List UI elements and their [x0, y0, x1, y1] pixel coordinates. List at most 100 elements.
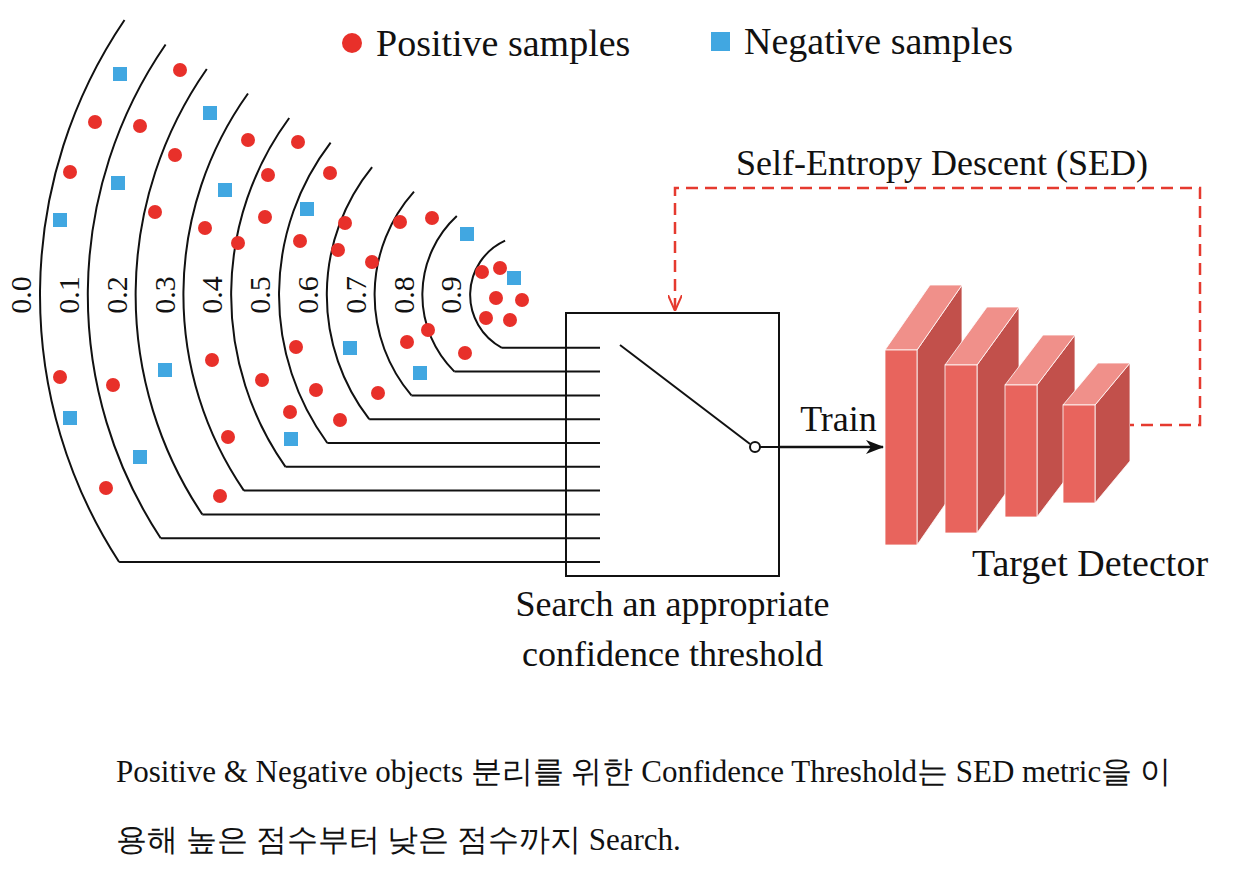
positive-dot [489, 291, 503, 305]
negative-square [111, 176, 125, 190]
positive-dot [133, 119, 147, 133]
positive-dot [63, 165, 77, 179]
positive-dot [458, 346, 472, 360]
negative-square [507, 271, 521, 285]
threshold-label: 0.0 [6, 276, 36, 314]
positive-dot [221, 430, 235, 444]
layer-front [945, 365, 977, 533]
threshold-label: 0.3 [149, 276, 179, 314]
edge-label: Self-Entropy Descent (SED) [736, 142, 1148, 184]
positive-dot [205, 353, 219, 367]
legend-text: Negative samples [744, 18, 1013, 64]
threshold-wire [327, 442, 600, 444]
positive-dot [255, 373, 269, 387]
positive-dot [479, 311, 493, 325]
threshold-wire [454, 371, 600, 373]
detector-heading: Target Detector [972, 541, 1208, 585]
positive-dot [289, 340, 303, 354]
positive-dot [475, 265, 489, 279]
threshold-label: 0.7 [341, 276, 371, 314]
legend-entry: Negative samples [711, 18, 1013, 64]
negative-square [113, 67, 127, 81]
positive-dot [258, 210, 272, 224]
negative-square [218, 183, 232, 197]
positive-dot [173, 63, 187, 77]
positive-dot [88, 115, 102, 129]
layer-top [885, 285, 962, 350]
positive-dot [393, 215, 407, 229]
layer-top [1005, 335, 1075, 385]
positive-dot [168, 148, 182, 162]
positive-dot [371, 386, 385, 400]
search-box: Search an appropriate confidence thresho… [565, 312, 780, 577]
negative-square [460, 227, 474, 241]
threshold-label: 0.8 [388, 276, 418, 314]
detector-block: Target Detector [885, 285, 1130, 545]
threshold-wire [202, 513, 600, 515]
positive-dot [106, 378, 120, 392]
positive-dot [365, 255, 379, 269]
positive-dot [493, 261, 507, 275]
negative-square [413, 366, 427, 380]
legend-circle [342, 33, 362, 53]
positive-dot [283, 405, 297, 419]
threshold-arc [231, 118, 289, 467]
positive-dot [421, 323, 435, 337]
layer-top [945, 307, 1019, 365]
threshold-label: 0.5 [245, 276, 275, 314]
negative-square [133, 450, 147, 464]
legend-entry: Positive samples [342, 20, 630, 66]
switch-blade [620, 345, 750, 444]
negative-square [158, 363, 172, 377]
threshold-label: 0.2 [102, 276, 132, 314]
figure-caption: Positive & Negative objects 분리를 위한 Confi… [116, 738, 1196, 874]
positive-dot [323, 166, 337, 180]
threshold-label: 0.6 [293, 276, 323, 314]
positive-dot [291, 135, 305, 149]
layer-front [1063, 405, 1095, 503]
legend-text: Positive samples [376, 20, 630, 66]
threshold-wire [119, 561, 600, 563]
threshold-label: 0.9 [436, 276, 466, 314]
threshold-label: 0.4 [197, 276, 227, 314]
box-heading: Search an appropriate confidence thresho… [453, 579, 893, 679]
negative-square [203, 106, 217, 120]
switch-contact [750, 442, 760, 452]
threshold-wire [244, 490, 600, 492]
threshold-label: 0.1 [54, 276, 84, 314]
layer-top [1063, 363, 1130, 405]
negative-square [284, 432, 298, 446]
threshold-wire [411, 394, 600, 396]
positive-dot [503, 313, 517, 327]
positive-dot [331, 243, 345, 257]
threshold-wire [161, 537, 600, 539]
positive-dot [425, 211, 439, 225]
threshold-wire [286, 466, 601, 468]
positive-dot [198, 221, 212, 235]
positive-dot [241, 133, 255, 147]
threshold-arc [183, 94, 248, 491]
threshold-arc [327, 167, 372, 419]
positive-dot [515, 293, 529, 307]
layer-front [885, 350, 917, 545]
positive-dot [293, 234, 307, 248]
edge-label: Train [800, 398, 877, 440]
positive-dot [53, 370, 67, 384]
positive-dot [400, 335, 414, 349]
detector-layers [885, 285, 1130, 545]
negative-square [63, 411, 77, 425]
positive-dot [261, 168, 275, 182]
positive-dot [333, 413, 347, 427]
negative-square [53, 213, 67, 227]
negative-square [343, 341, 357, 355]
negative-square [300, 202, 314, 216]
legend-square [711, 32, 730, 51]
threshold-arc [470, 241, 505, 348]
positive-dot [309, 383, 323, 397]
positive-dot [148, 205, 162, 219]
positive-dot [99, 481, 113, 495]
switch-output [760, 446, 780, 448]
threshold-wire [502, 347, 600, 349]
positive-dot [231, 236, 245, 250]
